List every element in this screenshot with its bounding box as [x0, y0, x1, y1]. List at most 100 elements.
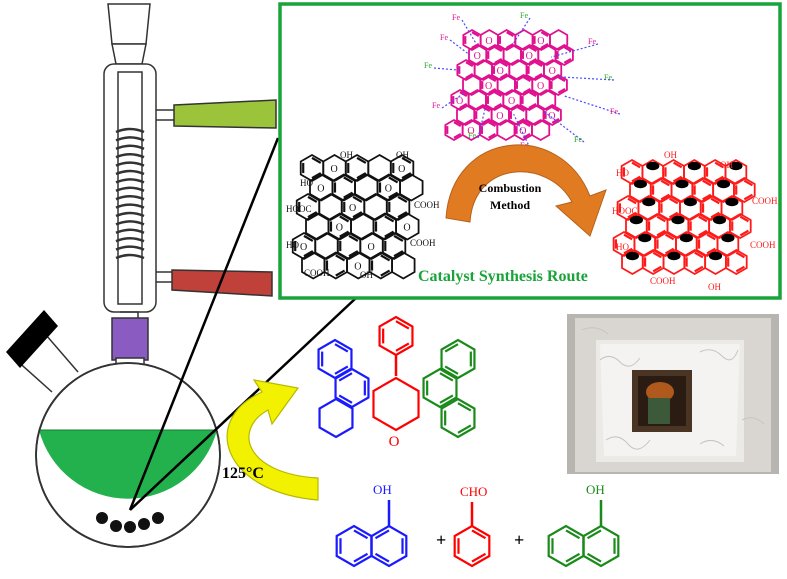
double-bond [388, 191, 399, 199]
combustion-method-label-1: Combustion [479, 181, 542, 195]
double-bond [401, 172, 412, 180]
stopper [6, 310, 58, 368]
double-bond [517, 106, 525, 113]
double-bond [702, 179, 712, 187]
temperature-label: 125°C [222, 465, 264, 482]
fe-oxide-particle [716, 179, 731, 189]
naphthol-ring [547, 524, 585, 568]
epoxy-oxygen: O [385, 184, 392, 195]
naphthalene-ring [317, 338, 353, 380]
double-bond [739, 229, 749, 237]
coil-turn [115, 236, 145, 243]
double-bond [706, 247, 716, 255]
double-bond [522, 121, 531, 128]
double-bond [397, 211, 408, 219]
double-bond [352, 195, 363, 203]
double-bond [380, 254, 391, 262]
double-bond [311, 156, 322, 164]
fe-oxide-particle [642, 197, 656, 207]
double-bond [307, 211, 318, 219]
double-bond [673, 175, 683, 183]
double-bond [557, 87, 566, 94]
coordination-bond [563, 95, 621, 115]
fe-ion-label: Fe [468, 131, 476, 140]
double-bond [380, 269, 391, 277]
carboxyl-label: COOH [304, 268, 330, 278]
fe-oxide-particle [687, 161, 701, 171]
double-bond [557, 76, 566, 83]
furnace-photo-icon [567, 314, 779, 474]
carboxyl-label: COOH [750, 240, 776, 250]
double-bond [465, 61, 474, 68]
coil-turn [115, 127, 145, 134]
epoxy-oxygen: O [485, 36, 492, 47]
carbon-ring [385, 192, 411, 222]
carbon-ring [542, 103, 562, 127]
double-bond [388, 176, 399, 184]
double-bond [534, 61, 543, 68]
double-bond [488, 121, 496, 128]
ground-glass-joint [111, 317, 149, 361]
double-bond [665, 247, 675, 255]
double-bond [356, 172, 367, 180]
coil-turn [115, 136, 145, 142]
double-bond [494, 91, 502, 98]
double-bond [702, 193, 712, 201]
benzaldehyde-cho: CHO [460, 484, 487, 499]
double-bond [563, 57, 572, 64]
double-bond [586, 552, 602, 563]
fe-oxide-particle [667, 251, 681, 261]
double-bond [631, 161, 641, 169]
double-bond [665, 233, 675, 241]
combustion-arrow [445, 144, 607, 237]
double-bond [656, 215, 666, 223]
double-bond [374, 529, 390, 540]
double-bond [523, 76, 531, 83]
fe-oxide-particle [629, 215, 643, 225]
xanthene-product-structure [317, 315, 476, 439]
double-bond [444, 343, 459, 353]
product-ring-oxygen: O [389, 434, 400, 450]
coil-turn [115, 186, 145, 192]
double-bond [540, 31, 549, 38]
hydroxyl-label: OH [720, 160, 733, 170]
double-bond [706, 233, 716, 241]
naphthalene-ring [440, 397, 476, 439]
coil-turn [115, 245, 145, 251]
double-bond [353, 552, 369, 563]
double-bond [652, 251, 662, 259]
naphthol-2-oh: OH [586, 482, 605, 497]
epoxy-oxygen: O [331, 164, 338, 175]
coil-turn [115, 152, 145, 159]
epoxy-oxygen: O [497, 66, 504, 77]
naphthol-ring [335, 524, 373, 568]
double-bond [669, 211, 679, 219]
carboxyl-label: COOH [410, 238, 436, 248]
phenyl-ring [378, 315, 414, 357]
naphthalene-ring [422, 367, 458, 409]
fe-ion-label: Fe [574, 135, 582, 144]
hydroxyl-label: OH [396, 150, 409, 160]
carbon-ring [381, 231, 407, 261]
fe-oxide-particle [712, 215, 727, 225]
double-bond [303, 250, 314, 258]
carbon-ring [724, 158, 748, 186]
double-bond [627, 211, 637, 219]
epoxy-oxygen: O [336, 223, 343, 234]
carbon-ring [729, 212, 752, 240]
double-bond [339, 230, 350, 238]
epoxy-oxygen: O [537, 81, 544, 92]
coordination-bond [550, 43, 599, 58]
epoxy-oxygen: O [368, 242, 375, 253]
double-bond [393, 250, 404, 258]
double-bond [334, 343, 349, 353]
double-bond [710, 197, 720, 205]
double-bond [623, 247, 633, 255]
double-bond [395, 320, 410, 330]
double-bond [453, 121, 462, 128]
double-bond [303, 234, 314, 242]
carbon-ring [389, 153, 415, 183]
fe-oxide-particle [671, 215, 685, 225]
fe-graphene-oxide-structure: OOOOOOOOOOOOOOFeFeFeFeFeFeFeFeFeFeFe [424, 11, 621, 150]
